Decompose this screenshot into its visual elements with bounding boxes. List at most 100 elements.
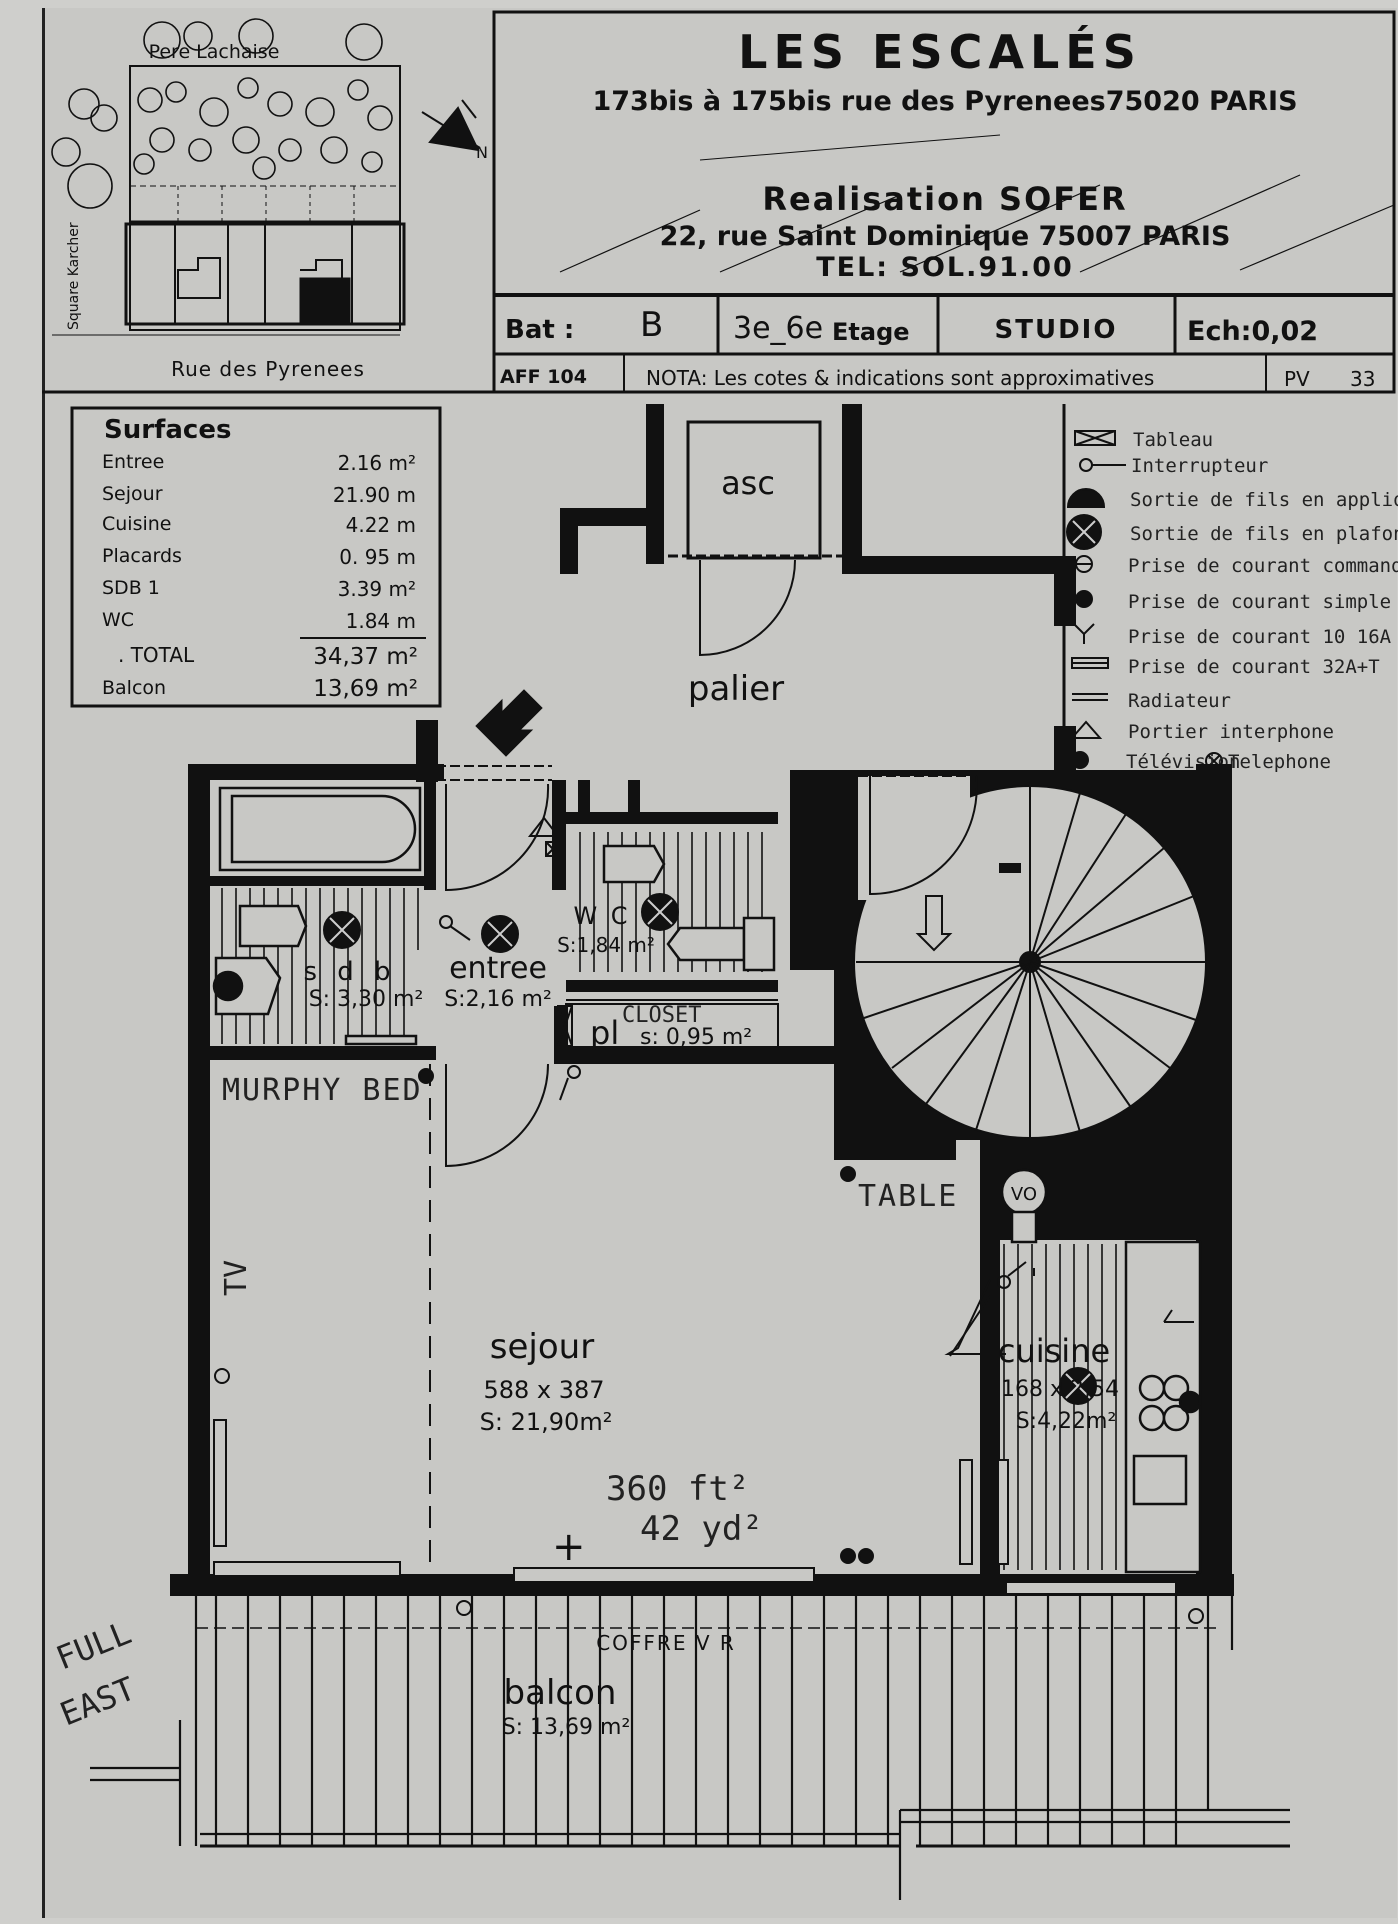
legend-label: Prise de courant 32A+T xyxy=(1128,656,1380,678)
room-sejour-dims: 588 x 387 xyxy=(483,1376,604,1404)
note-sqyd: 42 yd² xyxy=(640,1509,763,1549)
legend-label: Prise de courant simple xyxy=(1128,591,1391,613)
switch-icon xyxy=(1079,458,1126,472)
project-title: LES ESCALÉS xyxy=(738,25,1142,79)
elevator-shaft xyxy=(668,420,842,657)
north-arrow xyxy=(421,99,481,152)
switch-icon xyxy=(997,1261,1027,1289)
surface-row-name: SDB 1 xyxy=(102,577,160,599)
surface-row-value: 21.90 m xyxy=(333,483,416,507)
socket-simple-icon xyxy=(1075,590,1093,608)
builder-name: Realisation SOFER xyxy=(762,180,1127,218)
ceiling-outlet-icon xyxy=(1066,514,1102,550)
room-balcon-name: balcon xyxy=(504,1673,617,1713)
bat-value: B xyxy=(640,305,663,345)
surface-row-value: 4.22 m xyxy=(346,513,416,537)
socket-16a-icon xyxy=(1073,623,1095,644)
room-sejour-area: S: 21,90m² xyxy=(480,1408,613,1436)
note-closet: CLOSET xyxy=(622,1003,701,1028)
surface-row-name: Cuisine xyxy=(102,513,172,535)
legend-labels: Tableau Interrupteur Sortie de fils en a… xyxy=(1126,429,1398,773)
ceiling-outlet-icon xyxy=(641,893,679,931)
balcon-label: Balcon xyxy=(102,677,166,699)
socket-commanded-icon xyxy=(1075,555,1093,573)
bat-label: Bat : xyxy=(505,315,574,345)
legend-telephone-label: Telephone xyxy=(1228,751,1331,773)
closet-door-icon xyxy=(557,1005,573,1047)
room-cuisine-name: cuisine xyxy=(998,1332,1110,1370)
landing-walls xyxy=(416,404,1076,782)
surface-row-name: Sejour xyxy=(102,483,163,505)
surface-row-value: 0. 95 m xyxy=(339,545,416,569)
switch-icon xyxy=(559,1065,581,1101)
room-palier: palier xyxy=(688,669,784,709)
surfaces-table-frame xyxy=(70,406,442,708)
floor-range: 3e_6e xyxy=(733,311,823,346)
note-table: TABLE xyxy=(858,1179,958,1214)
room-asc: asc xyxy=(721,464,775,502)
ceiling-outlet-icon xyxy=(323,911,361,949)
surfaces-heading: Surfaces xyxy=(104,415,231,445)
surface-row-value: 1.84 m xyxy=(346,609,416,633)
surface-row-name: Placards xyxy=(102,545,182,567)
surface-row-name: Entree xyxy=(102,451,164,473)
legend-label: Prise de courant commandée xyxy=(1128,555,1398,577)
socket-simple-icon xyxy=(840,1166,856,1182)
aff-number: AFF 104 xyxy=(500,366,587,388)
coffre-label: COFFRE V R xyxy=(596,1631,736,1655)
legend-label: Portier interphone xyxy=(1128,721,1334,743)
vo-duct xyxy=(1000,1168,1048,1244)
room-wc-area: S:1,84 m² xyxy=(557,933,655,957)
balcony xyxy=(90,1596,1290,1900)
note-sqft: 360 ft² xyxy=(606,1469,749,1509)
room-sdb-name: s d b xyxy=(303,957,396,987)
title-block xyxy=(42,10,1396,394)
ceiling-outlet-icon xyxy=(481,915,519,953)
nota-text: NOTA: Les cotes & indications sont appro… xyxy=(646,366,1154,390)
legend-label: Prise de courant 10 16A xyxy=(1128,626,1392,648)
socket-simple-icon xyxy=(418,1068,434,1084)
note-murphy-bed: MURPHY BED xyxy=(222,1073,423,1108)
intercom-icon xyxy=(527,816,561,857)
total-value: 34,37 m² xyxy=(313,644,418,670)
legend-label: Interrupteur xyxy=(1131,455,1268,477)
site-plan xyxy=(52,65,406,336)
room-balcon-area: S: 13,69 m² xyxy=(502,1715,631,1740)
note-east: EAST xyxy=(55,1669,141,1733)
legend-label: Sortie de fils en applique xyxy=(1130,489,1398,511)
socket-16a-icon xyxy=(1163,1309,1194,1323)
room-entree-name: entree xyxy=(449,951,547,986)
room-wc-name: W C xyxy=(573,902,630,930)
interior-walls xyxy=(210,780,836,1064)
room-sdb-area: S: 3,30 m² xyxy=(309,987,424,1012)
room-pl-area: s: 0,95 m² xyxy=(640,1025,752,1050)
electrical-symbols xyxy=(214,816,1204,1624)
legend-label: Radiateur xyxy=(1128,690,1231,712)
bathroom-fixtures xyxy=(212,904,418,1046)
bathtub xyxy=(218,786,422,872)
kitchen-floor-hatch xyxy=(1003,1244,1131,1570)
room-cuisine-area: S:4,22m² xyxy=(1016,1409,1117,1434)
room-cuisine-dims: 168 x 2,54 xyxy=(1001,1377,1119,1402)
windows xyxy=(213,1419,1177,1595)
park-label: Pere Lachaise xyxy=(149,41,280,63)
street-label: Rue des Pyrenees xyxy=(171,357,365,381)
park-trees xyxy=(51,18,393,209)
surface-row-value: 2.16 m² xyxy=(338,451,416,475)
pv-value: 33 xyxy=(1350,367,1375,391)
room-sejour-name: sejour xyxy=(490,1327,594,1367)
entrance-arrow-icon xyxy=(475,689,543,757)
legend-label: Tableau xyxy=(1133,429,1213,451)
floor-label: Etage xyxy=(832,318,910,346)
vo-label: VO xyxy=(1011,1184,1037,1205)
socket-32a-icon xyxy=(1071,657,1109,669)
radiator-icon xyxy=(1072,693,1108,701)
total-label: . TOTAL xyxy=(118,643,195,667)
north-label: N xyxy=(476,143,488,162)
wall-outlet-icon xyxy=(1066,488,1106,508)
tableau-icon xyxy=(1074,430,1116,446)
unit-type: STUDIO xyxy=(995,315,1118,345)
note-tv: TV xyxy=(219,1260,254,1296)
